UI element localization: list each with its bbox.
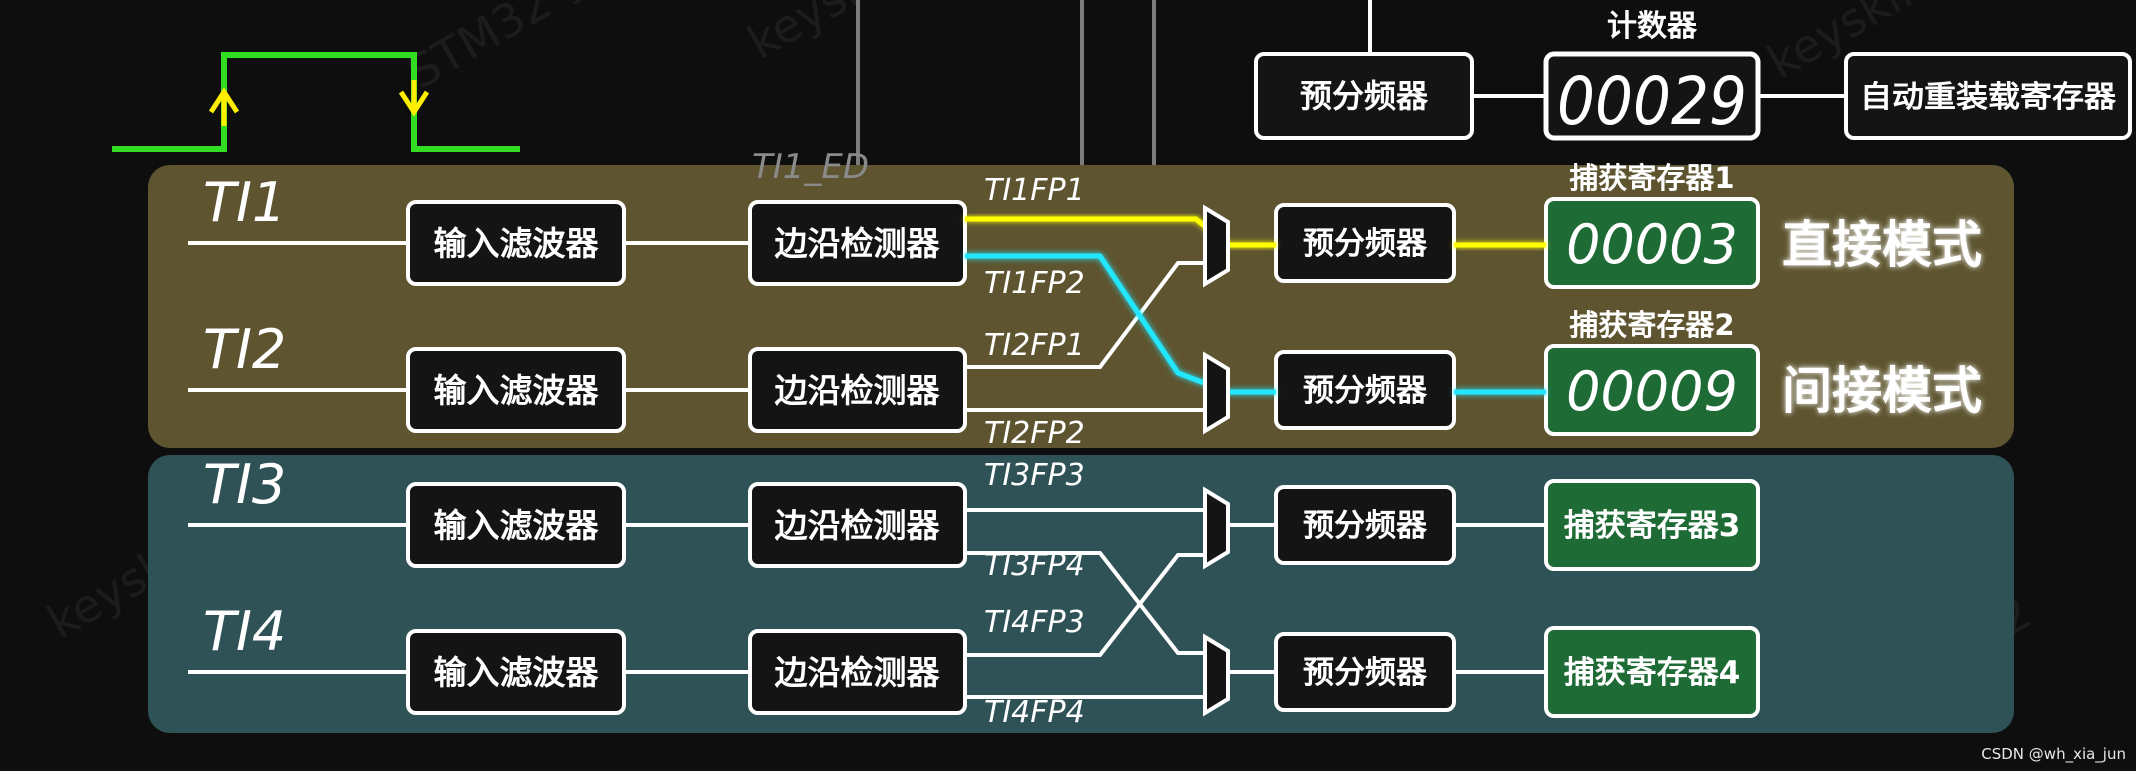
- capture-register-title: 捕获寄存器2: [1569, 308, 1734, 342]
- auto-reload-box: [1844, 52, 2132, 140]
- multiplexers: [1203, 204, 1230, 717]
- input-label: TI2: [203, 318, 286, 381]
- auto-reload-label: 自动重装载寄存器: [1860, 80, 2117, 115]
- edge-detector-label: 边沿检测器: [775, 653, 941, 692]
- indirect-mode-label: 间接模式: [1782, 362, 1982, 420]
- top-prescaler-label: 预分频器: [1300, 77, 1429, 115]
- fp-label-a: TI4FP3: [984, 605, 1085, 640]
- input-filter-box: [406, 347, 626, 433]
- fp-label-a: TI3FP3: [984, 458, 1085, 493]
- fp-label-a: TI2FP1: [984, 328, 1085, 363]
- prescaler-label: 预分频器: [1303, 226, 1428, 262]
- prescaler-label: 预分频器: [1303, 373, 1428, 409]
- falling-edge-arrow-icon: [398, 80, 430, 117]
- fp-label-b: TI2FP2: [984, 416, 1085, 451]
- input-label: TI4: [203, 600, 286, 663]
- fp-label-b: TI1FP2: [984, 266, 1085, 301]
- input-filter-box: [406, 200, 626, 286]
- fp-label-a: TI1FP1: [984, 173, 1085, 208]
- mux-1: [1203, 204, 1230, 288]
- input-filter-label: 输入滤波器: [434, 224, 600, 263]
- counter-title: 计数器: [1607, 9, 1698, 44]
- fp-label-b: TI4FP4: [984, 695, 1085, 730]
- ti1-ed-label: TI1_ED: [752, 147, 869, 187]
- prescaler-label: 预分频器: [1303, 508, 1428, 544]
- input-filter-label: 输入滤波器: [434, 653, 600, 692]
- capture-register-label: 捕获寄存器3: [1564, 508, 1741, 544]
- input-label: TI1: [203, 171, 286, 234]
- capture-register-value: 00009: [1566, 360, 1738, 423]
- counter-box: [1543, 51, 1761, 141]
- edge-detector-box: [748, 629, 967, 715]
- counter-section: 计数器 预分频器 00029 自动重装载寄存器: [1254, 0, 2132, 141]
- prescaler-label: 预分频器: [1303, 655, 1428, 691]
- rising-edge-arrow-icon: [208, 87, 240, 126]
- mux-3: [1203, 486, 1230, 570]
- edge-detector-label: 边沿检测器: [775, 506, 941, 545]
- edge-detector-box: [748, 347, 967, 433]
- channel-row-3: TI3输入滤波器边沿检测器TI3FP3TI3FP4预分频器捕获寄存器3: [188, 453, 1760, 583]
- input-filter-box: [406, 482, 626, 568]
- credit: CSDN @wh_xia_jun: [1981, 745, 2126, 763]
- indirect-mode-path: [965, 253, 1546, 395]
- capture-register-label: 捕获寄存器4: [1564, 655, 1741, 691]
- routing-lines: [965, 261, 1546, 699]
- svg-text:keysking: keysking: [739, 0, 941, 70]
- edge-detector-box: [748, 482, 967, 568]
- svg-text:STM32 教程: STM32 教程: [399, 0, 653, 100]
- top-prescaler-box: [1254, 52, 1474, 140]
- edge-detector-box: [748, 200, 967, 286]
- mux-2: [1203, 351, 1230, 435]
- capture-register-title: 捕获寄存器1: [1569, 161, 1734, 195]
- input-filter-label: 输入滤波器: [434, 371, 600, 410]
- edge-detector-label: 边沿检测器: [775, 371, 941, 410]
- capture-register-value: 00003: [1566, 213, 1738, 276]
- edge-detector-label: 边沿检测器: [775, 224, 941, 263]
- input-label: TI3: [203, 453, 286, 516]
- pulse-waveform: [112, 52, 520, 152]
- input-filter-box: [406, 629, 626, 715]
- input-filter-label: 输入滤波器: [434, 506, 600, 545]
- mux-4: [1203, 633, 1230, 717]
- direct-mode-label: 直接模式: [1782, 216, 1982, 274]
- counter-value: 00029: [1557, 63, 1747, 140]
